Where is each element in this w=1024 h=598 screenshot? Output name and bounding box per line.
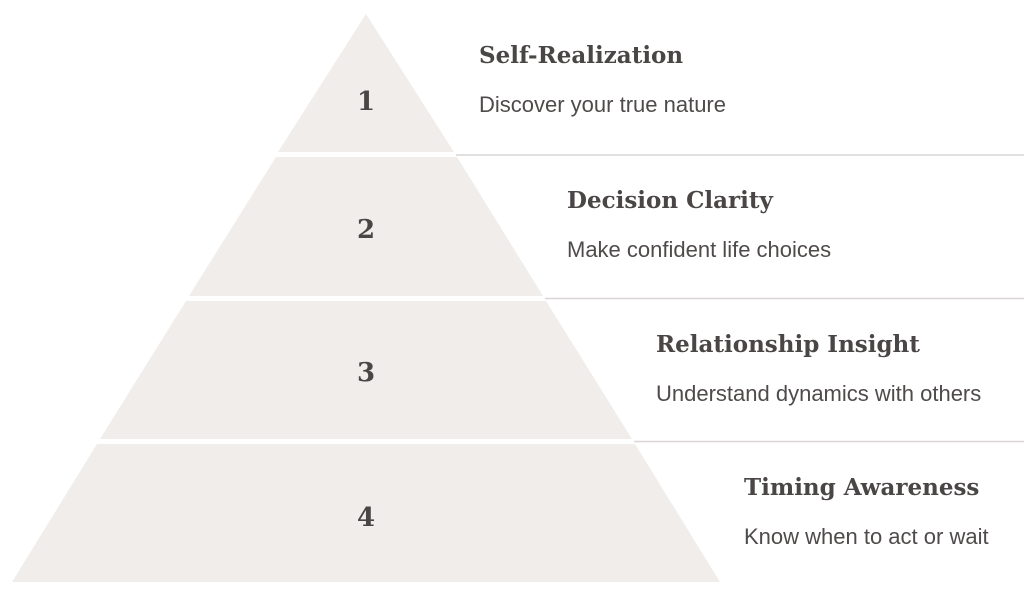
pyramid-level-3-title: Relationship Insight (656, 331, 920, 358)
pyramid-level-1-title: Self-Realization (479, 42, 684, 69)
pyramid-level-2-label: Decision Clarity Make confident life cho… (567, 187, 831, 263)
pyramid-level-3-label: Relationship Insight Understand dynamics… (656, 331, 981, 407)
pyramid-level-2-number: 2 (357, 215, 375, 245)
pyramid-level-1-segment (278, 14, 454, 152)
pyramid-level-3-description: Understand dynamics with others (656, 381, 982, 406)
pyramid-level-1-number: 1 (357, 87, 375, 117)
pyramid-level-1-label: Self-Realization Discover your true natu… (479, 42, 726, 118)
pyramid-level-3-segment (100, 301, 632, 439)
pyramid-level-3-number: 3 (357, 358, 375, 388)
pyramid-level-4-title: Timing Awareness (744, 474, 980, 501)
pyramid-level-2-title: Decision Clarity (567, 187, 773, 214)
pyramid-level-4-number: 4 (357, 503, 375, 533)
pyramid-level-4-label: Timing Awareness Know when to act or wai… (744, 474, 989, 550)
pyramid-level-2-description: Make confident life choices (567, 237, 832, 262)
pyramid-level-4-segment (12, 444, 720, 582)
pyramid-level-1-description: Discover your true nature (479, 92, 726, 117)
pyramid-level-4-description: Know when to act or wait (744, 524, 989, 549)
pyramid-level-2-segment (189, 157, 543, 296)
